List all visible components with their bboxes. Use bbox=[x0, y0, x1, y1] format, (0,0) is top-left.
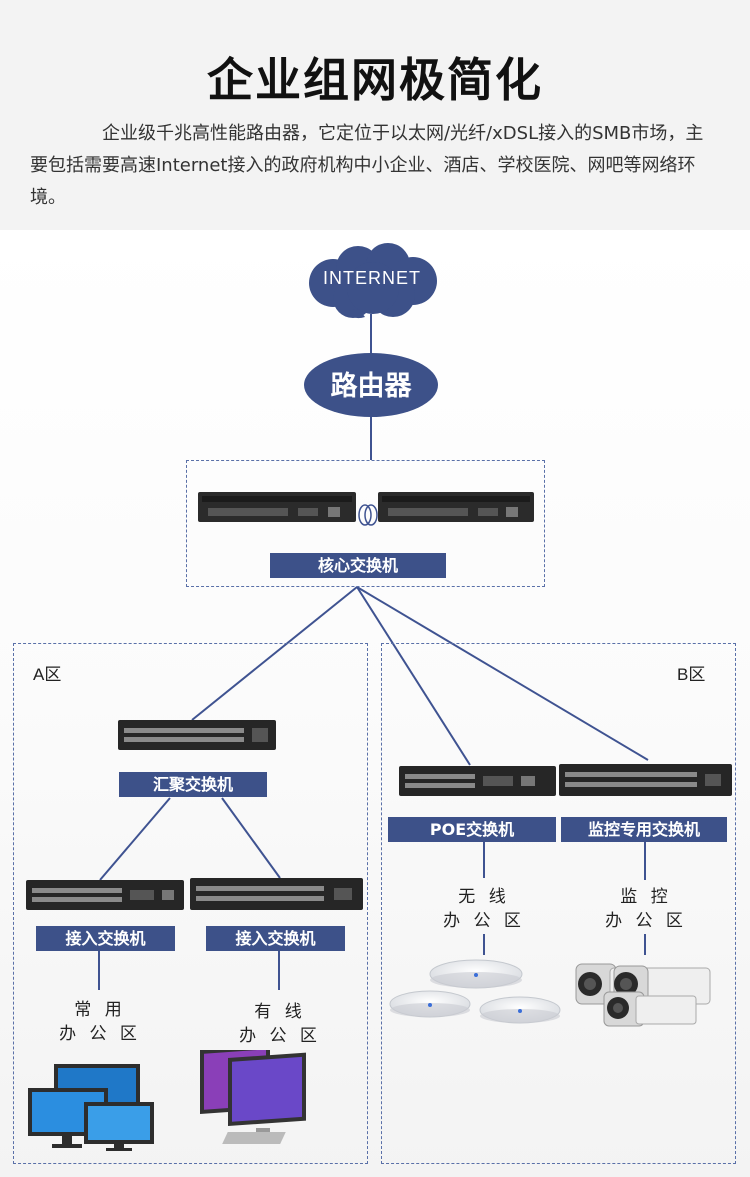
zone-b-box bbox=[381, 643, 736, 1164]
monitor-office-area-label: 监 控 办 公 区 bbox=[586, 885, 706, 933]
wired-office-line-2: 办 公 区 bbox=[239, 1026, 321, 1046]
wireless-office-line-2: 办 公 区 bbox=[443, 911, 525, 931]
access-switch-left-icon bbox=[26, 880, 184, 910]
core-switch-icon bbox=[198, 492, 356, 522]
wireless-ap-icon bbox=[389, 959, 561, 1024]
common-office-line-2: 办 公 区 bbox=[59, 1024, 141, 1044]
core-switch-icon-2 bbox=[378, 492, 534, 522]
access-switch-right-icon bbox=[190, 878, 363, 910]
aggregation-access-right-link bbox=[221, 797, 281, 879]
zone-a-label: A区 bbox=[33, 665, 62, 684]
router-node-icon bbox=[304, 353, 438, 417]
wireless-office-line-1: 无 线 bbox=[458, 887, 510, 907]
zone-b-label: B区 bbox=[677, 665, 706, 684]
core-aggregation-link bbox=[191, 586, 358, 721]
poe-switch-label: POE交换机 bbox=[388, 817, 556, 842]
wired-office-area-label: 有 线 办 公 区 bbox=[220, 1000, 340, 1048]
wired-office-line-1: 有 线 bbox=[254, 1002, 306, 1022]
security-camera-icon bbox=[575, 963, 711, 1027]
access-switch-left-label: 接入交换机 bbox=[36, 926, 175, 951]
common-office-line-1: 常 用 bbox=[74, 1000, 126, 1020]
router-label: 路由器 bbox=[330, 371, 412, 402]
stack-link-icon bbox=[358, 504, 378, 526]
common-office-area-label: 常 用 办 公 区 bbox=[40, 998, 160, 1046]
poe-switch-icon bbox=[399, 766, 556, 796]
monitor-office-line-2: 办 公 区 bbox=[605, 911, 687, 931]
aggregation-switch-label: 汇聚交换机 bbox=[119, 772, 267, 797]
zone-a-box bbox=[13, 643, 368, 1164]
header-band bbox=[0, 0, 750, 230]
monitor-switch-label: 监控专用交换机 bbox=[561, 817, 727, 842]
desktop-computer-icon bbox=[200, 1050, 306, 1144]
internet-label: INTERNET bbox=[323, 268, 421, 288]
monitor-office-line-1: 监 控 bbox=[620, 887, 672, 907]
monitor-group-icon bbox=[28, 1064, 154, 1151]
aggregation-switch-icon bbox=[118, 720, 276, 750]
aggregation-access-left-link bbox=[99, 797, 171, 881]
core-switch-group bbox=[186, 460, 545, 587]
wireless-office-area-label: 无 线 办 公 区 bbox=[424, 885, 544, 933]
core-monitor-link bbox=[356, 586, 649, 761]
internet-cloud-icon bbox=[309, 243, 437, 319]
monitor-switch-icon bbox=[559, 764, 732, 796]
page-title: 企业组网极简化 bbox=[207, 53, 543, 107]
intro-paragraph: 企业级千兆高性能路由器，它定位于以太网/光纤/xDSL接入的SMB市场，主要包括… bbox=[30, 123, 704, 208]
core-poe-link bbox=[356, 586, 471, 766]
core-switch-label: 核心交换机 bbox=[270, 553, 446, 578]
access-switch-right-label: 接入交换机 bbox=[206, 926, 345, 951]
